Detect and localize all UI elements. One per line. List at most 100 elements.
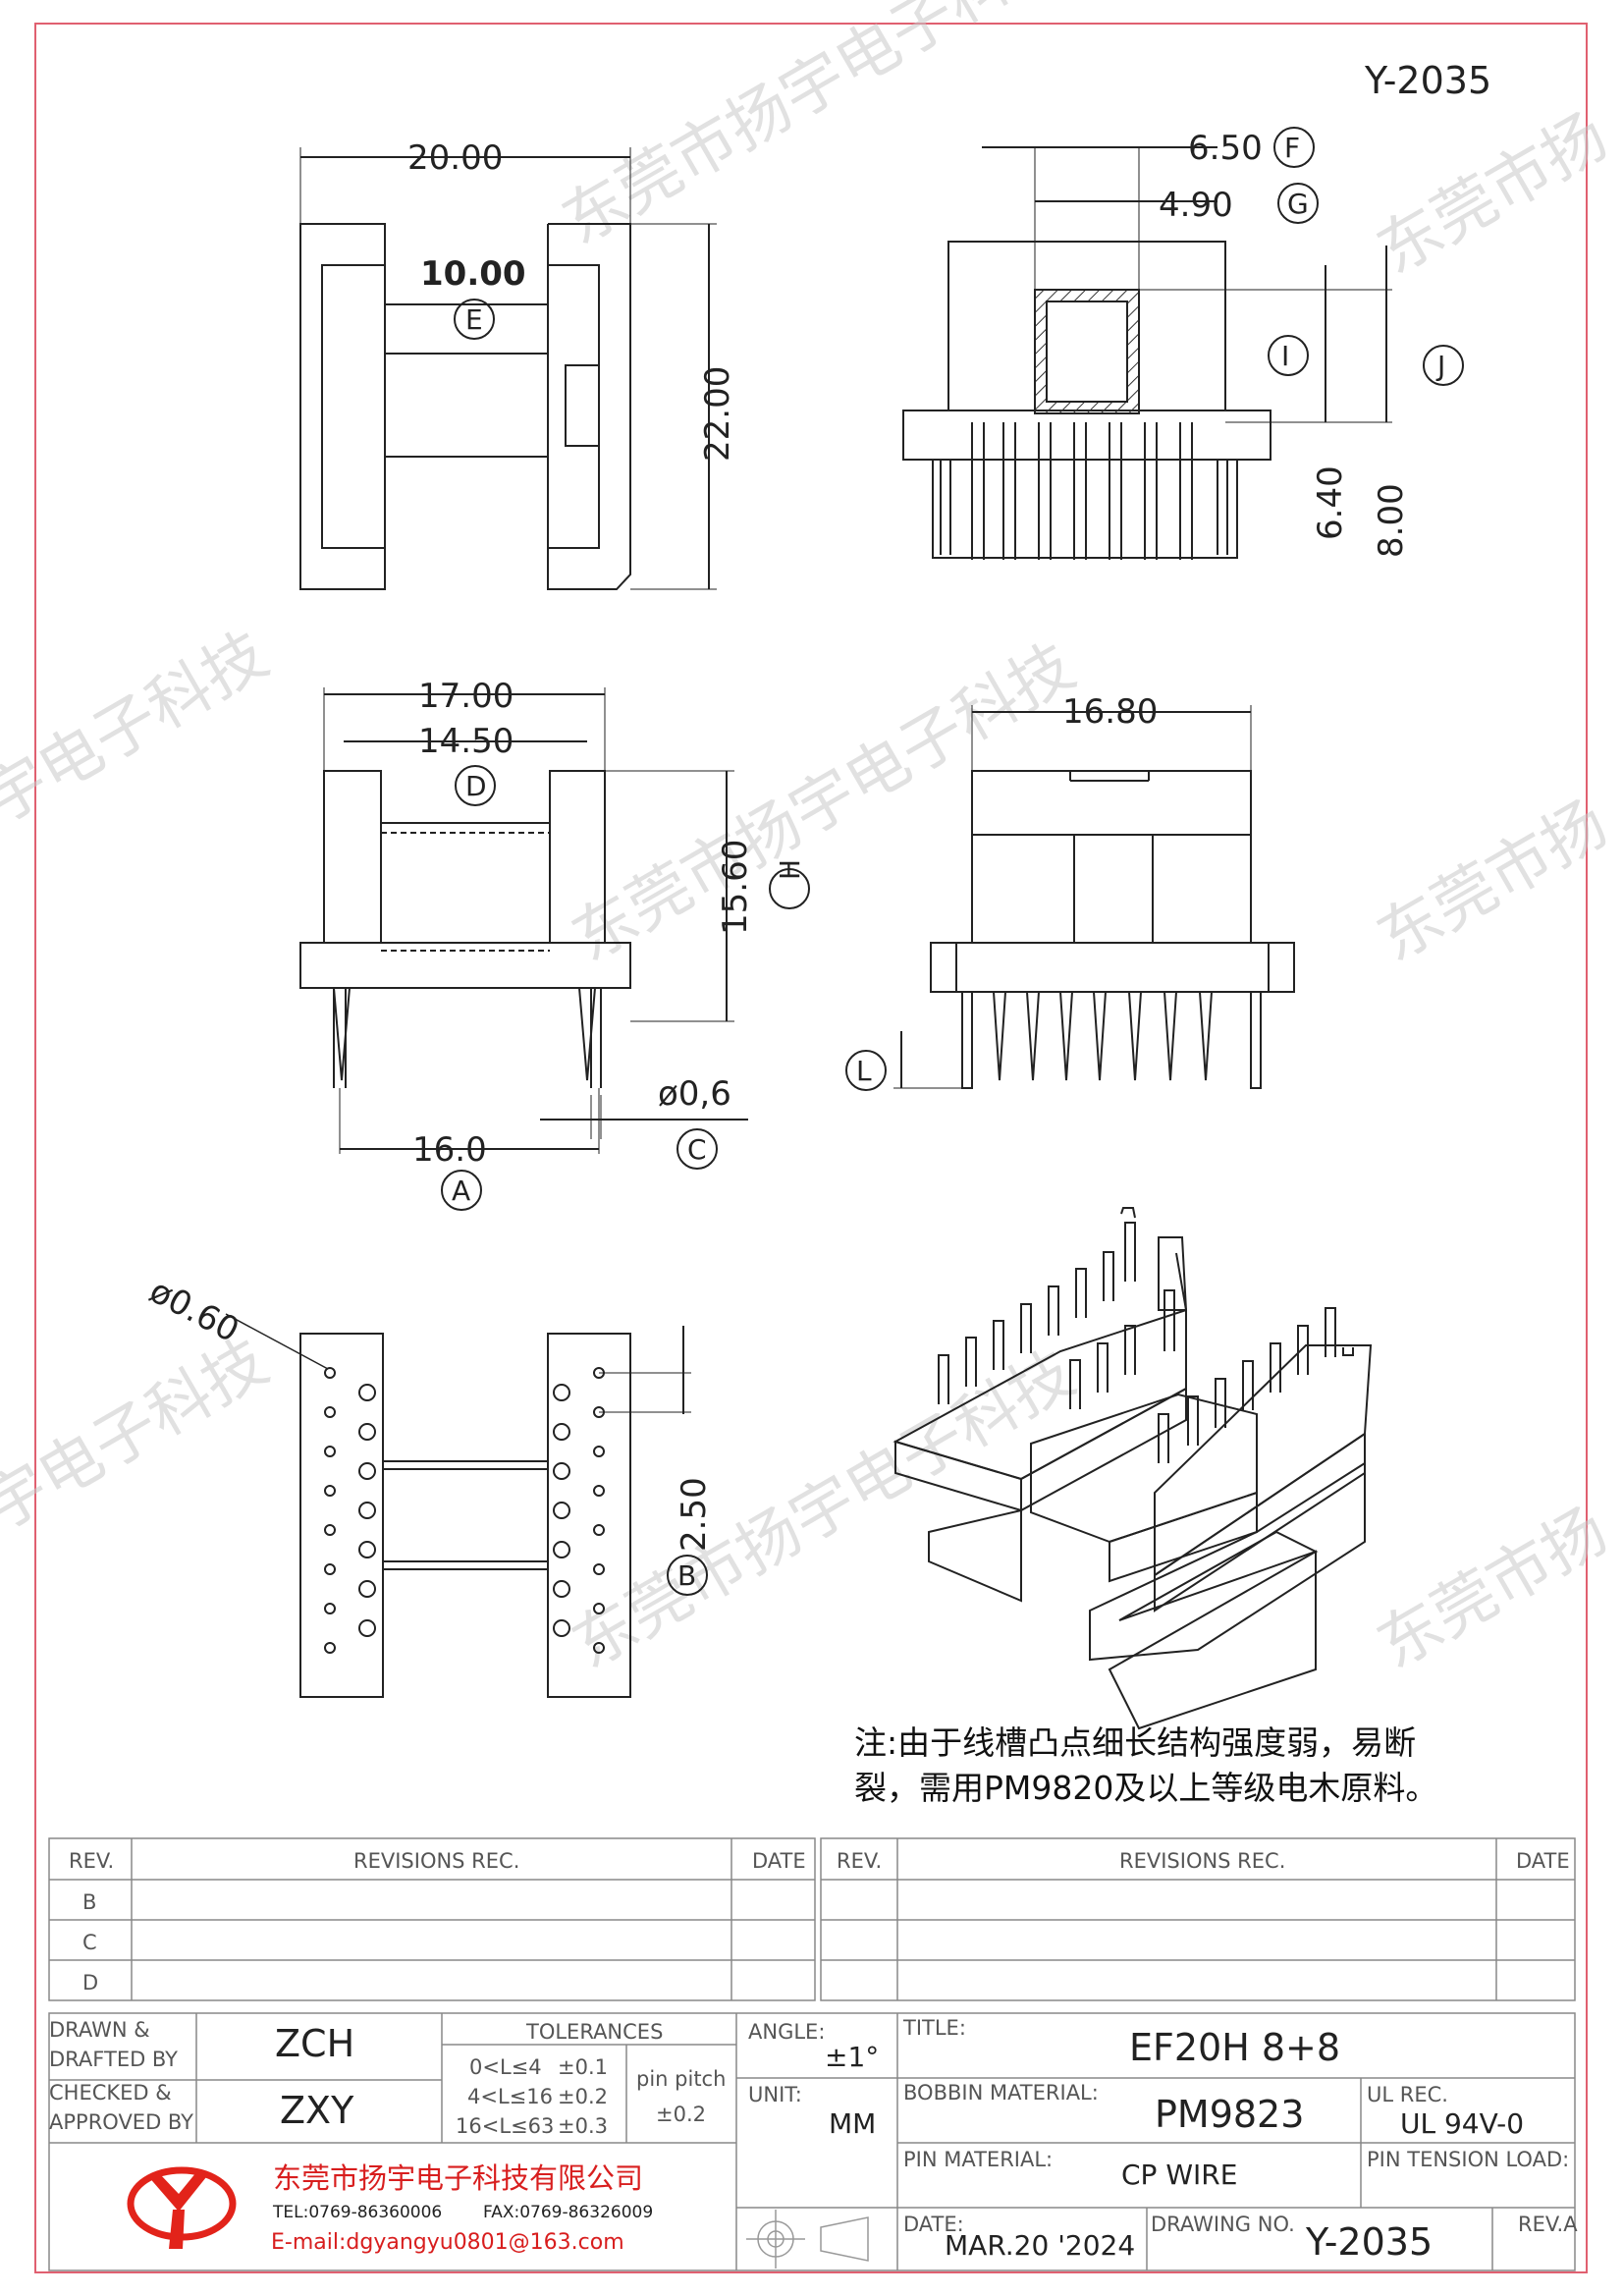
tol3-value: ±0.3 bbox=[558, 2114, 608, 2138]
checked-value: ZXY bbox=[280, 2089, 354, 2132]
watermark-logo-4: 东莞市扬宇电子科技 bbox=[561, 630, 1087, 976]
note-line-1: 注:由于线槽凸点细长结构强度弱，易断 bbox=[854, 1723, 1416, 1762]
revisions-rec-header-right: REVISIONS REC. bbox=[1119, 1849, 1285, 1873]
dim-6-40: 6.40 bbox=[1311, 465, 1350, 540]
company-fax: FAX:0769-86326009 bbox=[483, 2203, 653, 2222]
date-header-right: DATE bbox=[1516, 1849, 1570, 1873]
dim-top-width: 20.00 bbox=[407, 138, 503, 178]
view-top bbox=[299, 147, 717, 590]
date-label: DATE: bbox=[903, 2213, 964, 2236]
dim-4-90: 4.90 bbox=[1159, 186, 1233, 225]
tolerances-label: TOLERANCES bbox=[525, 2020, 663, 2044]
pin-pitch-label: pin pitch bbox=[636, 2067, 726, 2091]
rev-row-d: D bbox=[82, 1971, 98, 1995]
watermark: 东莞市扬宇电子科技 东莞市扬 宇电子科技 东莞市扬宇电子科技 东莞市扬 宇电子科… bbox=[0, 0, 1620, 1683]
revisions-rec-header-left: REVISIONS REC. bbox=[353, 1849, 519, 1873]
dim-pin-diameter: ø0,6 bbox=[658, 1074, 731, 1114]
svg-text:东莞市扬宇电子科技: 东莞市扬宇电子科技 bbox=[561, 630, 1087, 976]
svg-text:东莞市扬: 东莞市扬 bbox=[1366, 1495, 1620, 1683]
label-g: G bbox=[1287, 188, 1309, 220]
ul-rec-value: UL 94V-0 bbox=[1400, 2107, 1524, 2140]
dim-14-50: 14.50 bbox=[418, 722, 514, 761]
view-side bbox=[845, 705, 1295, 1091]
dim-inner-width: 10.00 bbox=[420, 254, 526, 294]
pin-material-value: CP WIRE bbox=[1121, 2159, 1237, 2191]
watermark-logo-1: 东莞市扬宇电子科技 bbox=[551, 0, 1077, 259]
bobbin-material-label: BOBBIN MATERIAL: bbox=[903, 2081, 1099, 2105]
label-a: A bbox=[452, 1175, 470, 1207]
dim-16-80: 16.80 bbox=[1062, 692, 1158, 732]
view-isometric bbox=[893, 1207, 1373, 1730]
label-l: L bbox=[856, 1055, 872, 1087]
rev-row-c: C bbox=[82, 1931, 97, 1954]
svg-text:东莞市扬: 东莞市扬 bbox=[1366, 100, 1620, 289]
drawing-no-value: Y-2035 bbox=[1305, 2220, 1433, 2264]
label-b: B bbox=[677, 1559, 696, 1592]
view-side-section bbox=[902, 127, 1464, 560]
label-j: J bbox=[1435, 350, 1445, 382]
drawing-no-label: DRAWING NO. bbox=[1151, 2213, 1295, 2236]
svg-text:宇电子科技: 宇电子科技 bbox=[0, 619, 280, 839]
drawing-id: Y-2035 bbox=[1364, 59, 1491, 102]
label-c: C bbox=[687, 1133, 707, 1166]
title-value: EF20H 8+8 bbox=[1129, 2026, 1340, 2069]
dim-hole-diameter: ø0.60 bbox=[143, 1272, 245, 1351]
dim-8-00: 8.00 bbox=[1372, 483, 1411, 558]
company-email: E-mail:dgyangyu0801@163.com bbox=[271, 2230, 624, 2255]
label-i: I bbox=[1281, 340, 1289, 372]
dim-17-00: 17.00 bbox=[418, 677, 514, 716]
view-front bbox=[299, 687, 810, 1211]
view-bottom bbox=[225, 1313, 708, 1698]
svg-text:宇电子科技: 宇电子科技 bbox=[0, 1326, 280, 1546]
watermark-logo-7: 东莞市扬宇电子科技 bbox=[561, 1338, 1087, 1683]
pin-tension-label: PIN TENSION LOAD: bbox=[1367, 2148, 1569, 2171]
tol1-value: ±0.1 bbox=[558, 2055, 608, 2079]
tol3-range: 16<L≤63 bbox=[456, 2114, 554, 2138]
unit-label: UNIT: bbox=[748, 2083, 802, 2106]
title-label: TITLE: bbox=[902, 2016, 966, 2040]
title-block-grid bbox=[48, 2012, 1576, 2271]
projection-symbol-icon bbox=[746, 2210, 869, 2269]
angle-value: ±1° bbox=[825, 2041, 879, 2073]
watermark-logo-2: 东莞市扬 bbox=[1366, 100, 1620, 289]
ul-rec-label: UL REC. bbox=[1367, 2083, 1448, 2106]
watermark-logo-5: 东莞市扬 bbox=[1366, 788, 1620, 976]
company-logo-icon bbox=[127, 2166, 237, 2249]
watermark-logo-8: 东莞市扬 bbox=[1366, 1495, 1620, 1683]
revisions-table bbox=[48, 1837, 1576, 2001]
dim-height: 22.00 bbox=[698, 366, 737, 462]
date-header-left: DATE bbox=[752, 1849, 806, 1873]
watermark-logo-6: 宇电子科技 bbox=[0, 1326, 280, 1546]
rev-header-left: REV. bbox=[69, 1849, 114, 1873]
approved-label: APPROVED BY bbox=[49, 2110, 193, 2134]
company-tel: TEL:0769-86360006 bbox=[272, 2203, 442, 2222]
dim-pitch: 2.50 bbox=[675, 1477, 714, 1552]
checked-label: CHECKED & bbox=[49, 2081, 172, 2105]
drawn-value: ZCH bbox=[275, 2022, 354, 2065]
svg-text:东莞市扬宇电子科技: 东莞市扬宇电子科技 bbox=[561, 1338, 1087, 1683]
label-f: F bbox=[1284, 132, 1300, 164]
tol1-range: 0<L≤4 bbox=[469, 2055, 542, 2079]
dim-16-0: 16.0 bbox=[412, 1130, 487, 1170]
svg-text:东莞市扬宇电子科技: 东莞市扬宇电子科技 bbox=[551, 0, 1077, 259]
tol2-range: 4<L≤16 bbox=[467, 2085, 553, 2108]
unit-value: MM bbox=[829, 2107, 876, 2140]
label-e: E bbox=[465, 303, 483, 336]
sheet-border bbox=[34, 23, 1588, 2273]
rev-row-b: B bbox=[82, 1890, 96, 1914]
drafted-label: DRAFTED BY bbox=[49, 2048, 178, 2071]
bobbin-material-value: PM9823 bbox=[1155, 2093, 1304, 2136]
rev-header-right: REV. bbox=[837, 1849, 882, 1873]
company-name: 东莞市扬宇电子科技有限公司 bbox=[273, 2161, 643, 2195]
svg-text:东莞市扬: 东莞市扬 bbox=[1366, 788, 1620, 976]
note-line-2: 裂，需用PM9820及以上等级电木原料。 bbox=[854, 1769, 1437, 1807]
drawn-label: DRAWN & bbox=[49, 2018, 150, 2042]
pin-pitch-value: ±0.2 bbox=[656, 2103, 706, 2126]
dim-15-60: 15.60 bbox=[716, 840, 755, 935]
angle-label: ANGLE: bbox=[748, 2020, 825, 2044]
label-d: D bbox=[465, 770, 487, 802]
watermark-logo-3: 宇电子科技 bbox=[0, 619, 280, 839]
tol2-value: ±0.2 bbox=[558, 2085, 608, 2108]
date-value: MAR.20 '2024 bbox=[945, 2229, 1135, 2262]
